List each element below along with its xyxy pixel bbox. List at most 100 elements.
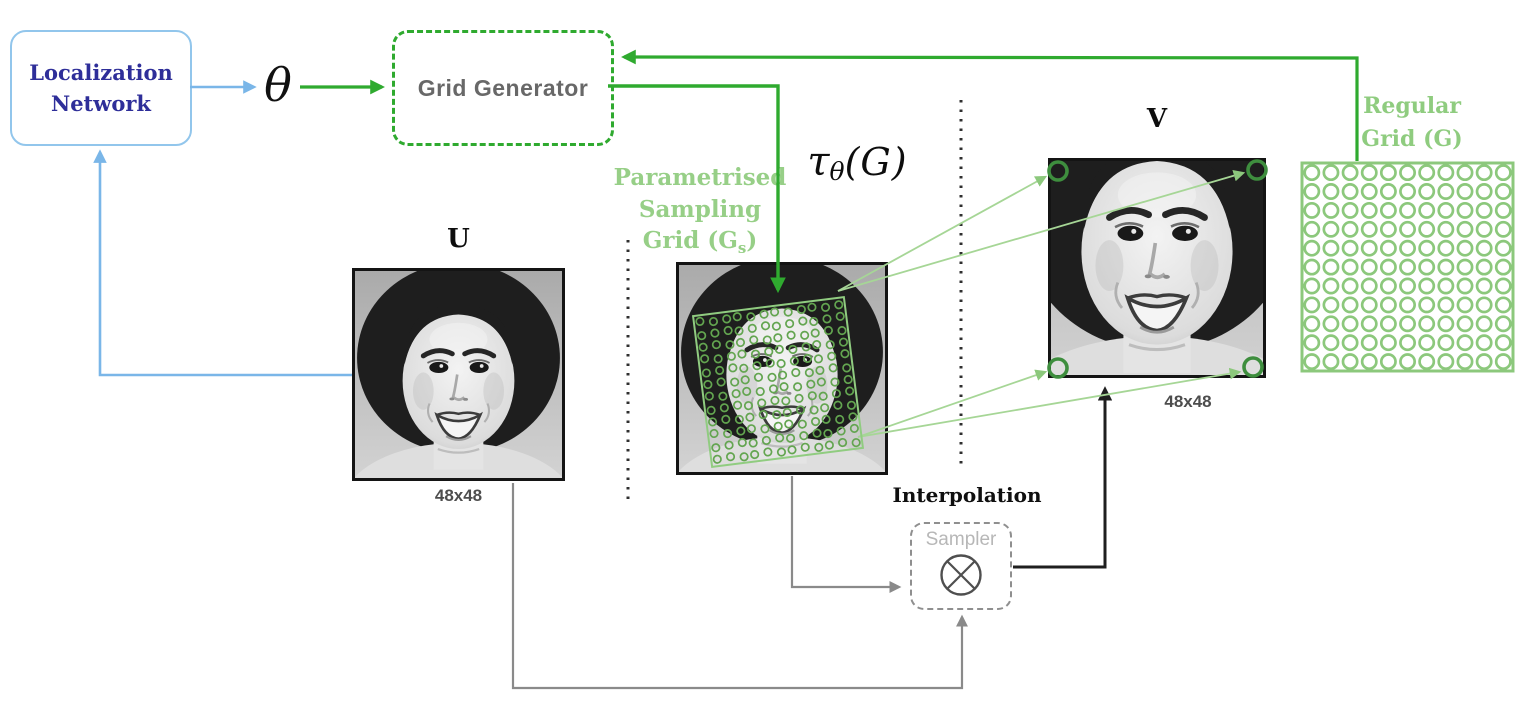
grid-point [1418, 220, 1436, 238]
grid-point [1475, 334, 1493, 352]
grid-point [1322, 220, 1340, 238]
grid-point [1456, 164, 1474, 182]
grid-point [1360, 277, 1378, 295]
grid-point [1341, 239, 1359, 257]
grid-point [1475, 315, 1493, 333]
grid-point [1475, 296, 1493, 314]
grid-point [1494, 220, 1512, 238]
grid-point [1379, 164, 1397, 182]
grid-point [1475, 353, 1493, 371]
grid-point [1360, 334, 1378, 352]
grid-point [1399, 277, 1417, 295]
output-image-v [1048, 158, 1266, 378]
grid-point [1399, 220, 1417, 238]
grid-point [1494, 164, 1512, 182]
grid-point [1418, 183, 1436, 200]
grid-point [1322, 258, 1340, 276]
grid-point [1456, 183, 1474, 200]
grid-point [1494, 353, 1512, 371]
grid-point [1437, 220, 1455, 238]
parametrised-sampling-grid-label: Parametrised Sampling Grid (Gs) [613, 164, 787, 258]
grid-point [1322, 164, 1340, 182]
grid-point [1418, 334, 1436, 352]
u-label: U [447, 224, 470, 254]
grid-point [1379, 201, 1397, 219]
grid-point [1437, 353, 1455, 371]
grid-point [1456, 239, 1474, 257]
grid-point [1322, 353, 1340, 371]
grid-point [1399, 258, 1417, 276]
grid-point [1437, 258, 1455, 276]
grid-point [1494, 239, 1512, 257]
tau-subscript: θ [829, 156, 845, 186]
regular-grid [1300, 161, 1515, 373]
grid-point [1418, 315, 1436, 333]
grid-point [1379, 220, 1397, 238]
tau-argument: (G) [844, 140, 908, 184]
face-photo [355, 271, 562, 478]
grid-point [1437, 296, 1455, 314]
u-size-label: 48x48 [434, 486, 483, 505]
interpolation-label: Interpolation [892, 483, 1042, 507]
grid-point [1341, 353, 1359, 371]
grid-point [1379, 334, 1397, 352]
grid-point [1456, 296, 1474, 314]
grid-generator-box: Grid Generator [392, 30, 614, 146]
grid-point [1399, 334, 1417, 352]
grid-point [1360, 296, 1378, 314]
grid-point [1341, 183, 1359, 200]
grid-point [1437, 201, 1455, 219]
grid-point [1456, 277, 1474, 295]
grid-point [1360, 164, 1378, 182]
grid-point [1399, 353, 1417, 371]
grid-point [1418, 277, 1436, 295]
grid-point [1341, 164, 1359, 182]
grid-point [1456, 334, 1474, 352]
grid-point [1379, 277, 1397, 295]
v-label: V [1146, 104, 1168, 134]
localization-network-label: Localization Network [29, 59, 173, 117]
grid-point [1341, 296, 1359, 314]
grid-point [1322, 183, 1340, 200]
grid-point [1322, 239, 1340, 257]
grid-point [1399, 315, 1417, 333]
grid-point [1360, 239, 1378, 257]
grid-point [1303, 239, 1321, 257]
grid-point [1437, 315, 1455, 333]
grid-point [1303, 183, 1321, 200]
grid-point [1456, 201, 1474, 219]
grid-point [1341, 315, 1359, 333]
grid-point [1418, 239, 1436, 257]
grid-point [1303, 201, 1321, 219]
grid-point [1399, 164, 1417, 182]
grid-point [1341, 201, 1359, 219]
grid-point [1494, 183, 1512, 200]
grid-point [1303, 334, 1321, 352]
arrow-u-to-localization [93, 149, 352, 377]
grid-point [1341, 220, 1359, 238]
grid-point [1399, 296, 1417, 314]
grid-point [1475, 220, 1493, 238]
grid-point [1303, 258, 1321, 276]
grid-point [1456, 353, 1474, 371]
face-photo [1051, 161, 1263, 375]
grid-point [1303, 315, 1321, 333]
grid-point [1303, 353, 1321, 371]
grid-point [1303, 164, 1321, 182]
grid-point [1418, 201, 1436, 219]
grid-point [1437, 183, 1455, 200]
v-size-label: 48x48 [1164, 392, 1212, 411]
grid-point [1494, 201, 1512, 219]
grid-point [1303, 220, 1321, 238]
grid-point [1437, 239, 1455, 257]
theta-symbol: θ [264, 58, 292, 112]
grid-point [1456, 315, 1474, 333]
grid-point [1418, 353, 1436, 371]
grid-point [1475, 239, 1493, 257]
grid-generator-label: Grid Generator [417, 74, 589, 101]
grid-point [1360, 201, 1378, 219]
grid-point [1303, 296, 1321, 314]
regular-grid-label: Regular Grid (G) [1361, 93, 1463, 152]
